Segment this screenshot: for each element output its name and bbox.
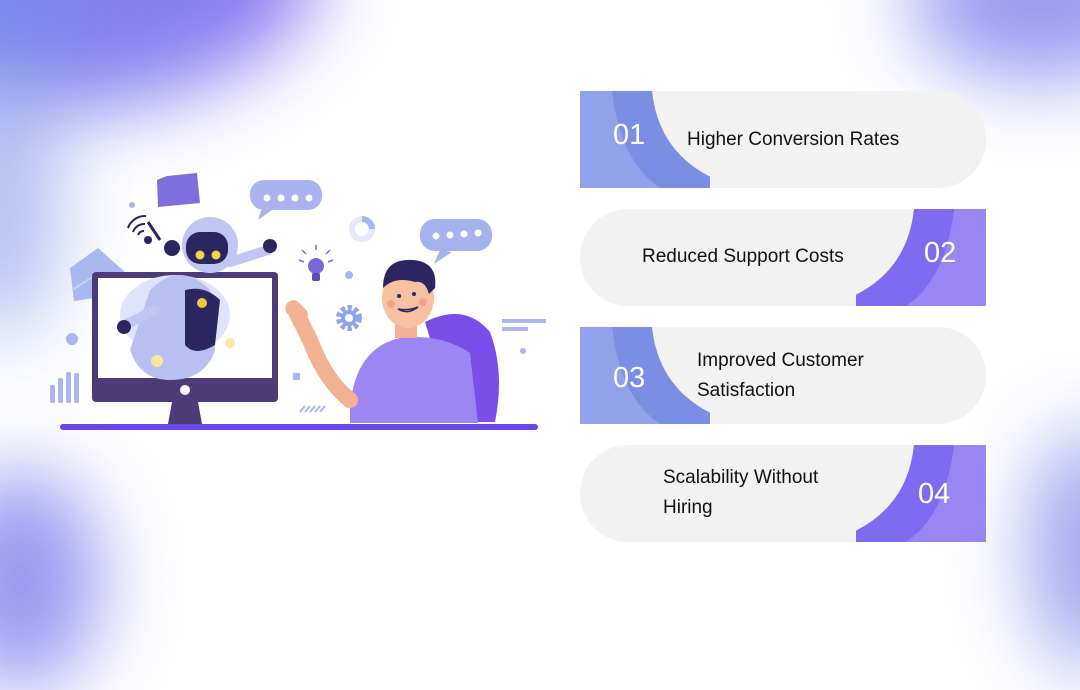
arc-decoration: [856, 445, 986, 542]
benefit-number: 03: [613, 362, 646, 394]
lightbulb-icon: [298, 245, 334, 281]
chat-bubble-icon: [420, 219, 492, 264]
donut-chart-icon: [349, 216, 375, 242]
arc-decoration: [580, 327, 710, 424]
bg-blob-top-right: [910, 0, 1080, 80]
benefit-label: Improved Customer: [697, 350, 864, 371]
benefit-card-4: 04 Scalability Without Hiring: [580, 445, 986, 542]
benefit-number: 04: [918, 478, 951, 510]
robot-icon: [117, 217, 277, 380]
chat-bubble-icon: [250, 180, 322, 220]
person-icon: [285, 259, 499, 423]
arc-decoration: [580, 91, 710, 188]
benefit-card-2: 02 Reduced Support Costs: [580, 209, 986, 306]
desk-line: [60, 424, 538, 430]
bg-blob-bottom-left: [0, 470, 100, 690]
benefit-label-line2: Satisfaction: [697, 380, 796, 401]
benefit-number: 02: [924, 237, 957, 269]
benefit-label-line2: Hiring: [663, 497, 713, 518]
bg-blob-bottom-right: [1030, 430, 1080, 670]
bar-chart-icon: [50, 372, 79, 403]
wifi-icon: [127, 214, 147, 236]
benefit-number: 01: [613, 119, 646, 151]
arc-decoration: [856, 209, 986, 306]
chatbot-illustration: [50, 173, 546, 430]
benefit-card-3: 03 Improved Customer Satisfaction: [580, 327, 986, 424]
benefit-label: Reduced Support Costs: [642, 246, 844, 267]
benefit-label: Scalability Without: [663, 467, 819, 488]
benefit-card-1: 01 Higher Conversion Rates: [580, 91, 986, 188]
bg-blob-top-left: [0, 0, 334, 141]
benefit-label: Higher Conversion Rates: [687, 129, 900, 150]
gear-icon: [336, 305, 362, 331]
folder-icon: [157, 173, 200, 207]
